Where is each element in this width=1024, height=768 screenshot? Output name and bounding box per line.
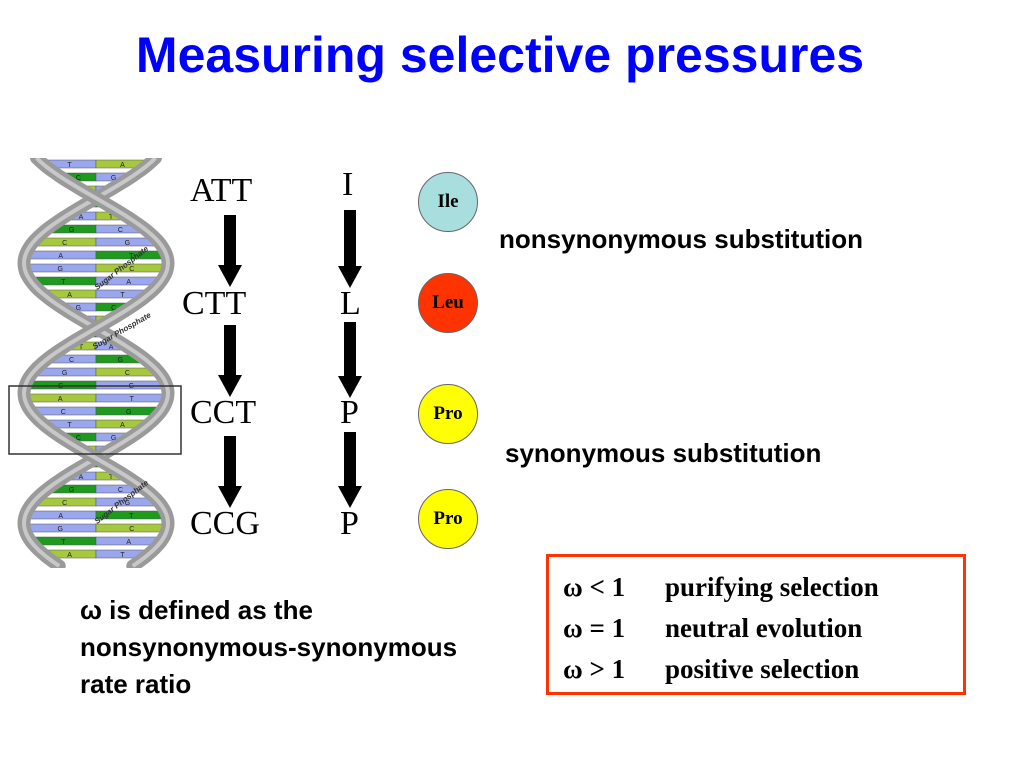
omega-row-purifying: ω < 1 purifying selection bbox=[563, 567, 963, 608]
base-letter: G bbox=[69, 487, 74, 494]
base-letter: G bbox=[118, 357, 123, 364]
base-letter: C bbox=[62, 240, 67, 247]
amino-acid-arrow-2 bbox=[338, 322, 362, 398]
omega-row-positive: ω > 1 positive selection bbox=[563, 649, 963, 690]
base-letter: G bbox=[58, 526, 63, 533]
amino-acid-arrow-1 bbox=[338, 210, 362, 288]
amino-acid-1: I bbox=[342, 166, 354, 203]
base-letter: A bbox=[58, 396, 63, 403]
omega-condition: ω < 1 bbox=[563, 572, 626, 602]
base-letter: G bbox=[76, 305, 81, 312]
base-letter: C bbox=[129, 266, 134, 273]
residue-circle-leu: Leu bbox=[418, 273, 478, 333]
omega-meaning: purifying selection bbox=[665, 572, 879, 602]
base-letter: T bbox=[109, 214, 114, 221]
base-letter: T bbox=[129, 253, 134, 260]
base-letter: C bbox=[118, 227, 123, 234]
base-letter: C bbox=[111, 305, 116, 312]
amino-acid-2: L bbox=[340, 285, 361, 322]
base-letter: C bbox=[125, 370, 130, 377]
highlight-frame bbox=[8, 385, 182, 455]
residue-circle-pro-2: Pro bbox=[418, 489, 478, 549]
base-letter: T bbox=[79, 344, 84, 351]
residue-circle-pro-1: Pro bbox=[418, 384, 478, 444]
base-letter: G bbox=[126, 409, 131, 416]
base-letter: T bbox=[130, 396, 135, 403]
omega-definition: ω is defined as the nonsynonymous-synony… bbox=[80, 595, 458, 699]
base-letter: A bbox=[58, 513, 63, 520]
base-letter: G bbox=[69, 227, 74, 234]
backbone-highlight bbox=[21, 158, 171, 568]
base-letter: C bbox=[118, 487, 123, 494]
base-letter: G bbox=[111, 175, 116, 182]
base-letter: C bbox=[76, 435, 81, 442]
base-letter: G bbox=[125, 500, 130, 507]
base-letter: T bbox=[109, 474, 114, 481]
synonymous-substitution-label: synonymous substitution bbox=[505, 438, 822, 468]
codon-2: CTT bbox=[182, 285, 247, 322]
base-letter: G bbox=[62, 370, 67, 377]
omega-condition: ω > 1 bbox=[563, 654, 626, 684]
base-letter: A bbox=[58, 253, 63, 260]
backbone-highlight bbox=[21, 158, 171, 568]
amino-acid-3: P bbox=[340, 394, 359, 431]
base-letter: T bbox=[67, 162, 72, 169]
base-letter: A bbox=[79, 474, 84, 481]
base-letter: T bbox=[129, 513, 134, 520]
residue-circle-ile: Ile bbox=[418, 172, 478, 232]
base-letter: T bbox=[120, 292, 125, 299]
omega-meaning: neutral evolution bbox=[665, 613, 863, 643]
base-letter: A bbox=[120, 422, 125, 429]
base-letter: A bbox=[120, 162, 125, 169]
codon-3: CCT bbox=[190, 394, 257, 431]
omega-meaning: positive selection bbox=[665, 654, 860, 684]
codon-arrow-3 bbox=[218, 436, 242, 508]
base-letter: A bbox=[67, 552, 72, 559]
codon-4: CCG bbox=[190, 505, 260, 542]
codon-1: ATT bbox=[190, 172, 253, 209]
base-letter: C bbox=[76, 175, 81, 182]
amino-acid-4: P bbox=[340, 505, 359, 542]
amino-acid-arrow-3 bbox=[338, 432, 362, 508]
base-letter: A bbox=[109, 344, 114, 351]
base-letter: T bbox=[67, 422, 72, 429]
base-letter: A bbox=[67, 292, 72, 299]
base-letter: A bbox=[126, 279, 131, 286]
page-title: Measuring selective pressures bbox=[135, 27, 865, 83]
base-letter: A bbox=[126, 539, 131, 546]
base-letter: G bbox=[111, 435, 116, 442]
codon-arrow-1 bbox=[218, 215, 242, 287]
base-letter: G bbox=[125, 240, 130, 247]
base-letter: C bbox=[129, 526, 134, 533]
omega-interpretation-box: ω < 1 purifying selection ω = 1 neutral ev… bbox=[546, 554, 966, 695]
base-letter: T bbox=[61, 279, 66, 286]
base-letter: C bbox=[62, 500, 67, 507]
base-letter: C bbox=[69, 357, 74, 364]
base-letter: T bbox=[61, 539, 66, 546]
omega-row-neutral: ω = 1 neutral evolution bbox=[563, 608, 963, 649]
base-letter: G bbox=[58, 266, 63, 273]
codon-arrow-2 bbox=[218, 325, 242, 397]
base-letter: A bbox=[79, 214, 84, 221]
nonsynonymous-substitution-label: nonsynonymous substitution bbox=[499, 224, 863, 254]
base-letter: T bbox=[120, 552, 125, 559]
omega-condition: ω = 1 bbox=[563, 613, 626, 643]
base-letter: C bbox=[61, 409, 66, 416]
